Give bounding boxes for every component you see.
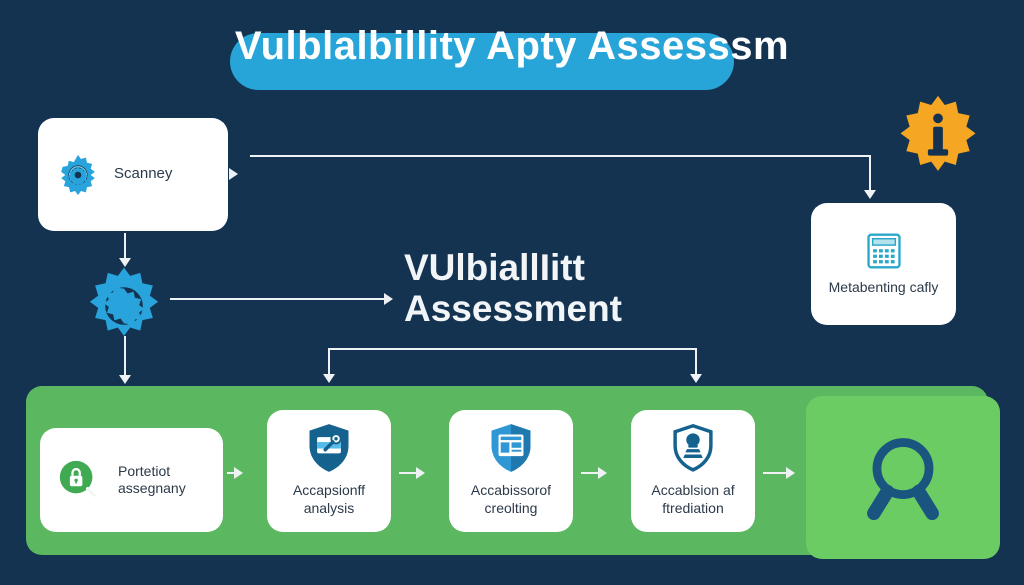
- connector-bracket-left-drop: [328, 348, 330, 377]
- connector-headline-bracket: [328, 348, 697, 350]
- shield-report-icon: [491, 424, 531, 472]
- connector-gear-to-headline: [170, 298, 385, 300]
- magnifier-icon: [867, 438, 939, 521]
- arrow-scanner-out: [229, 168, 238, 180]
- process-step-3-label: Accabissorof creolting: [470, 482, 552, 516]
- arrow-process-step-1-in: [119, 375, 131, 384]
- connector-bracket-right-drop: [695, 348, 697, 377]
- arrow-headline-in: [384, 293, 393, 305]
- connector-step-3-to-4: [581, 472, 603, 474]
- node-metabenting-label: Metabenting cafly: [828, 279, 939, 296]
- process-step-4[interactable]: Accablsion af ftrediation: [631, 410, 755, 532]
- process-panel-highlight: [806, 396, 1000, 559]
- calculator-icon: [866, 233, 901, 269]
- node-scanner[interactable]: Scanney: [38, 118, 228, 231]
- arrow-metabenting-in: [864, 190, 876, 199]
- connector-scanner-to-gear: [124, 233, 126, 261]
- lock-search-icon: [59, 460, 97, 498]
- center-headline-line-2: Assessment: [404, 288, 623, 330]
- info-gear-icon: [900, 95, 976, 171]
- process-step-2[interactable]: Accapsionff analysis: [267, 410, 391, 532]
- process-step-1-label: Portetiot assegnany: [118, 462, 186, 497]
- connector-step-1-to-2: [227, 472, 239, 474]
- gear-icon: [89, 267, 159, 336]
- arrow-process-step-4-in: [690, 374, 702, 383]
- node-metabenting[interactable]: Metabenting cafly: [811, 203, 956, 325]
- process-step-4-label: Accablsion af ftrediation: [651, 482, 735, 516]
- shield-search-icon: [309, 424, 349, 472]
- process-step-2-label: Accapsionff analysis: [292, 482, 366, 516]
- connector-gear-to-process: [124, 336, 126, 378]
- title-highlight-pill: [230, 33, 734, 90]
- connector-scanner-to-metabenting-horizontal: [250, 155, 870, 157]
- process-step-1[interactable]: Portetiot assegnany: [40, 428, 223, 532]
- gear-icon: [61, 154, 95, 195]
- node-scanner-label: Scanney: [114, 165, 173, 183]
- connector-step-4-to-magnifier: [763, 472, 791, 474]
- arrow-process-step-2-in: [323, 374, 335, 383]
- connector-step-2-to-3: [399, 472, 421, 474]
- shield-lock-icon: [673, 423, 713, 472]
- arrow-gear-in: [119, 258, 131, 267]
- center-headline-line-1: VUlbiallIitt: [404, 247, 585, 288]
- center-headline: VUlbiallIitt Assessment: [404, 247, 704, 330]
- process-step-3[interactable]: Accabissorof creolting: [449, 410, 573, 532]
- connector-scanner-to-metabenting-vertical: [869, 155, 871, 192]
- page-title: Vulblalbillity Apty Assesssm: [234, 24, 790, 68]
